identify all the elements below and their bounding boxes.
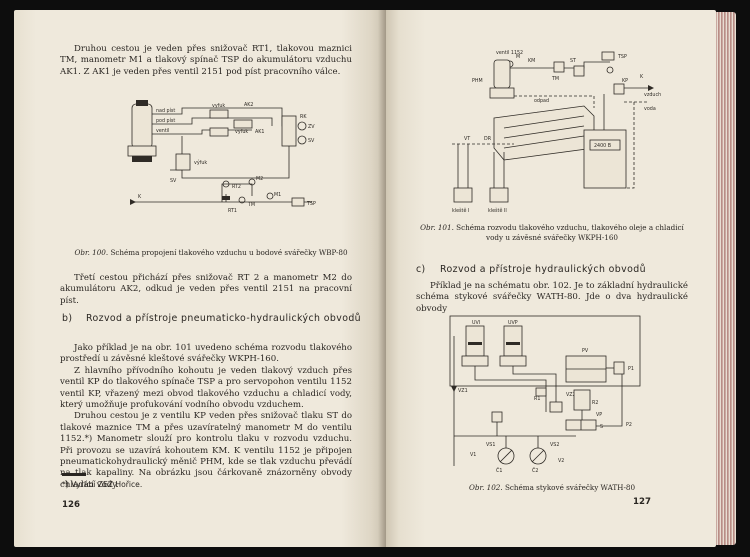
fig100-label-ak1: AK1 <box>255 129 264 135</box>
fig102-label-c2: Č2 <box>532 467 538 474</box>
fig102-label-vz1: VZ1 <box>458 388 468 394</box>
right-page-number: 127 <box>633 497 651 507</box>
figure-101-caption-text: Schéma rozvodu tlakového vzduchu, tlakov… <box>456 223 684 242</box>
fig100-label-tsp: TSP <box>306 201 316 207</box>
footnote-rule <box>62 473 86 476</box>
fig102-label-uvp: UVP <box>508 320 518 326</box>
fig102-label-vp: VP <box>596 412 602 418</box>
section-b-label: b) <box>62 313 73 324</box>
fig101-label-k: K <box>640 74 644 80</box>
fig101-label-kp: KP <box>622 78 628 84</box>
figure-101-diagram: ventil 1152 M KM PHM ST TM TSP KP K vzdu… <box>452 50 661 214</box>
figure-101-caption: Obr. 101. Schéma rozvodu tlakového vzduc… <box>416 223 688 242</box>
fig101-label-vzduch: vzduch <box>644 92 661 98</box>
figure-100-number: Obr. 100. <box>74 248 109 257</box>
fig101-label-m: M <box>516 54 520 60</box>
fig100-label-m2: M2 <box>256 176 263 182</box>
figure-102-diagram: UVI UVP PV P1 VZ1 R1 VZ2 R2 <box>449 315 641 474</box>
fig101-label-vt: VT <box>464 136 470 142</box>
fig101-label-voda: voda <box>644 106 656 112</box>
fig102-label-v2: V2 <box>558 458 564 464</box>
fig101-label-klest-2: kleště II <box>488 207 507 214</box>
fig100-label-ak2: AK2 <box>244 102 253 108</box>
left-para-3: Jako příklad je na obr. 101 uvedeno sché… <box>60 343 352 365</box>
fig102-label-p2: P2 <box>626 422 632 428</box>
fig102-label-vs2: VS2 <box>550 442 559 448</box>
fig100-label-sv: SV <box>308 138 315 144</box>
fig102-label-vs1: VS1 <box>486 442 495 448</box>
fig100-label-sv-2: SV <box>170 178 177 184</box>
section-c-label: c) <box>416 264 426 275</box>
fig101-label-tm: TM <box>551 76 559 82</box>
fig100-label-vyfuk-1: vyfuk <box>212 103 225 109</box>
fig101-label-odpad: odpad <box>534 98 549 104</box>
fig100-label-rt2: RT2 <box>232 184 241 190</box>
fig100-label-m1: M1 <box>274 192 281 198</box>
left-para-4: Z hlavního přívodního kohoutu je veden t… <box>60 365 352 411</box>
fig100-label-ventil: ventil <box>156 128 169 134</box>
fig100-label-tm: TM <box>247 202 255 208</box>
figure-100-diagram: nad píst pod píst ventil vyfuk AK2 vyfuk… <box>127 100 316 214</box>
fig102-label-c1: Č1 <box>496 467 502 474</box>
fig102-label-vz2: VZ2 <box>566 392 576 398</box>
right-page: ventil 1152 M KM PHM ST TM TSP KP K vzdu… <box>386 10 716 547</box>
left-page-number: 126 <box>62 500 80 510</box>
figure-101-number: Obr. 101. <box>420 223 454 232</box>
fig100-label-pod-pist: pod píst <box>156 117 175 124</box>
figure-102-caption-text: Schéma stykové svářečky WATH-80 <box>504 483 636 492</box>
left-body-text: Jako příklad je na obr. 101 uvedeno sché… <box>60 343 352 491</box>
fig102-label-s: S <box>600 424 603 430</box>
left-para-1: Druhou cestou je veden přes snižovač RT1… <box>60 44 352 77</box>
footnote: *) Vyrábí ZEZ Hořice. <box>62 480 143 489</box>
section-c-heading: c) Rozvod a přístroje hydraulických obvod… <box>416 263 696 276</box>
fig101-label-dr: DR <box>484 136 492 142</box>
section-b-title: Rozvod a přístroje pneumaticko-hydraulic… <box>86 313 362 324</box>
figure-100-caption: Obr. 100. Schéma propojení tlakového vzd… <box>60 248 362 258</box>
fig100-label-zv: ZV <box>308 124 315 130</box>
figure-102-number: Obr. 102. <box>468 483 503 492</box>
left-para-5: Druhou cestou je z ventilu KP veden přes… <box>60 411 352 490</box>
fig101-label-ventil-1152: ventil 1152 <box>496 50 523 56</box>
fig101-label-klest-1: kleště I <box>452 207 469 214</box>
fig102-label-r1: R1 <box>534 396 540 402</box>
fig101-label-st: ST <box>570 58 576 64</box>
fig101-label-tsp: TSP <box>617 54 627 60</box>
fig100-label-rt1: RT1 <box>228 208 237 214</box>
book-spread: Druhou cestou je veden přes snižovač RT1… <box>14 10 736 547</box>
fig102-label-p1: P1 <box>628 366 634 372</box>
page-edges <box>716 12 736 545</box>
fig102-label-r2: R2 <box>592 400 598 406</box>
section-c-title: Rozvod a přístroje hydraulických obvodů <box>440 264 646 275</box>
fig102-label-v1: V1 <box>470 452 476 458</box>
fig100-label-k: K <box>138 194 142 200</box>
left-para-2: Třetí cestou přichází přes snižovač RT 2… <box>60 273 352 306</box>
right-para-1: Příklad je na schématu obr. 102. Je to z… <box>416 281 688 314</box>
fig100-label-nad-pist: nad píst <box>156 107 175 114</box>
section-b-heading: b) Rozvod a přístroje pneumaticko-hydraul… <box>62 312 362 325</box>
fig100-label-rk: RK <box>300 114 307 120</box>
fig101-label-phm: PHM <box>472 78 483 84</box>
fig100-label-vyfuk-2: vyfuk <box>235 129 248 135</box>
fig101-label-2400b: 2400 B <box>594 143 611 149</box>
left-page: Druhou cestou je veden přes snižovač RT1… <box>14 10 386 547</box>
fig101-label-km: KM <box>528 58 535 64</box>
fig100-label-vyfuk-3: výfuk <box>194 159 207 166</box>
figure-100-caption-text: Schéma propojení tlakového vzduchu u bod… <box>110 248 348 257</box>
figure-102-caption: Obr. 102. Schéma stykové svářečky WATH-8… <box>416 483 688 493</box>
fig102-label-uvi: UVI <box>472 320 480 326</box>
fig102-label-pv: PV <box>582 348 589 354</box>
